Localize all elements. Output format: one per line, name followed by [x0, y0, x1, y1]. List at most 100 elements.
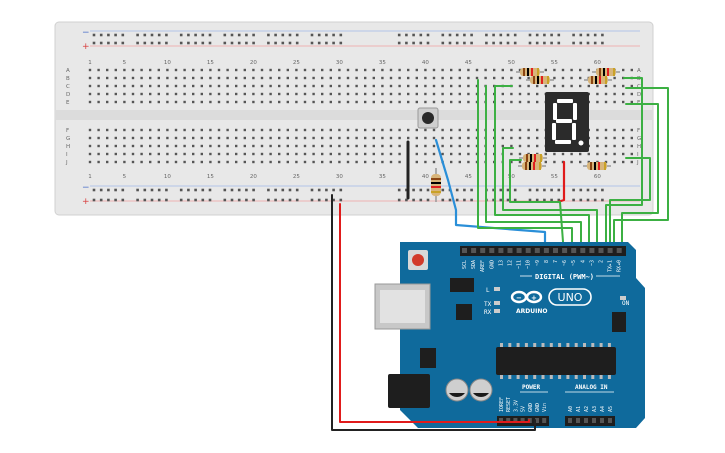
hole[interactable] — [106, 160, 109, 164]
hole[interactable] — [415, 152, 418, 156]
rail-hole[interactable] — [601, 188, 604, 192]
hole[interactable] — [458, 144, 461, 148]
rail-hole[interactable] — [528, 188, 532, 192]
rail-hole[interactable] — [535, 33, 539, 37]
power-jack[interactable] — [388, 374, 430, 408]
hole[interactable] — [493, 76, 496, 80]
rail-hole[interactable] — [143, 41, 147, 45]
hole[interactable] — [355, 84, 358, 88]
rail-hole[interactable] — [99, 188, 103, 192]
hole[interactable] — [106, 100, 109, 104]
hole[interactable] — [364, 152, 367, 156]
hole[interactable] — [140, 136, 143, 140]
rail-hole[interactable] — [463, 198, 466, 202]
hole[interactable] — [106, 144, 109, 148]
hole[interactable] — [217, 160, 221, 164]
header-pin[interactable] — [506, 418, 511, 423]
wire-green-1[interactable] — [477, 79, 573, 256]
rail-hole[interactable] — [412, 198, 415, 202]
hole[interactable] — [424, 68, 427, 72]
hole[interactable] — [467, 100, 470, 104]
hole[interactable] — [114, 92, 117, 96]
hole[interactable] — [364, 128, 367, 132]
rail-hole[interactable] — [499, 188, 503, 192]
hole[interactable] — [226, 144, 229, 148]
hole[interactable] — [338, 128, 341, 132]
rail-hole[interactable] — [579, 33, 583, 37]
hole[interactable] — [389, 68, 393, 72]
hole[interactable] — [174, 84, 178, 88]
hole[interactable] — [123, 152, 126, 156]
hole[interactable] — [510, 92, 513, 96]
rail-hole[interactable] — [230, 41, 234, 45]
hole[interactable] — [235, 84, 238, 88]
hole[interactable] — [604, 100, 608, 104]
hole[interactable] — [321, 152, 324, 156]
hole[interactable] — [381, 136, 384, 140]
hole[interactable] — [269, 152, 272, 156]
rail-hole[interactable] — [470, 198, 473, 202]
hole[interactable] — [157, 68, 160, 72]
rail-hole[interactable] — [136, 198, 139, 202]
rail-hole[interactable] — [317, 33, 321, 37]
rail-hole[interactable] — [535, 198, 539, 202]
hole[interactable] — [553, 160, 556, 164]
hole[interactable] — [467, 84, 470, 88]
hole[interactable] — [398, 160, 401, 164]
hole[interactable] — [424, 152, 427, 156]
rail-hole[interactable] — [557, 198, 561, 202]
hole[interactable] — [329, 136, 332, 140]
hole[interactable] — [355, 160, 358, 164]
rail-hole[interactable] — [252, 198, 255, 202]
hole[interactable] — [149, 100, 152, 104]
header-pin[interactable] — [592, 418, 596, 423]
hole[interactable] — [174, 76, 178, 80]
hole[interactable] — [286, 76, 289, 80]
hole[interactable] — [243, 84, 246, 88]
hole[interactable] — [381, 92, 384, 96]
hole[interactable] — [372, 68, 375, 72]
rail-hole[interactable] — [245, 188, 248, 192]
rail-hole[interactable] — [339, 188, 343, 192]
rail-hole[interactable] — [274, 41, 277, 45]
rail-hole[interactable] — [157, 198, 161, 202]
header-pin[interactable] — [525, 248, 531, 253]
hole[interactable] — [114, 160, 117, 164]
hole[interactable] — [501, 92, 504, 96]
hole[interactable] — [235, 136, 238, 140]
hole[interactable] — [286, 144, 289, 148]
rail-hole[interactable] — [426, 198, 430, 202]
rail-hole[interactable] — [150, 188, 154, 192]
rail-hole[interactable] — [557, 33, 561, 37]
rail-hole[interactable] — [572, 33, 575, 37]
rail-hole[interactable] — [114, 33, 117, 37]
hole[interactable] — [364, 136, 367, 140]
rail-hole[interactable] — [448, 198, 452, 202]
hole[interactable] — [510, 160, 513, 164]
rail-hole[interactable] — [550, 33, 553, 37]
rail-hole[interactable] — [281, 33, 285, 37]
hole[interactable] — [200, 128, 203, 132]
rail-hole[interactable] — [92, 188, 96, 192]
hole[interactable] — [587, 160, 590, 164]
hole[interactable] — [140, 152, 143, 156]
hole[interactable] — [579, 160, 582, 164]
rail-hole[interactable] — [405, 198, 408, 202]
hole[interactable] — [217, 92, 221, 96]
hole[interactable] — [527, 84, 530, 88]
hole[interactable] — [381, 76, 384, 80]
hole[interactable] — [97, 152, 100, 156]
hole[interactable] — [346, 92, 350, 96]
hole[interactable] — [604, 152, 608, 156]
hole[interactable] — [192, 100, 195, 104]
rail-hole[interactable] — [579, 41, 583, 45]
hole[interactable] — [372, 84, 375, 88]
hole[interactable] — [467, 68, 470, 72]
hole[interactable] — [450, 76, 453, 80]
hole[interactable] — [312, 84, 315, 88]
hole[interactable] — [243, 76, 246, 80]
hole[interactable] — [226, 128, 229, 132]
hole[interactable] — [174, 144, 178, 148]
hole[interactable] — [544, 84, 547, 88]
rail-hole[interactable] — [543, 198, 546, 202]
